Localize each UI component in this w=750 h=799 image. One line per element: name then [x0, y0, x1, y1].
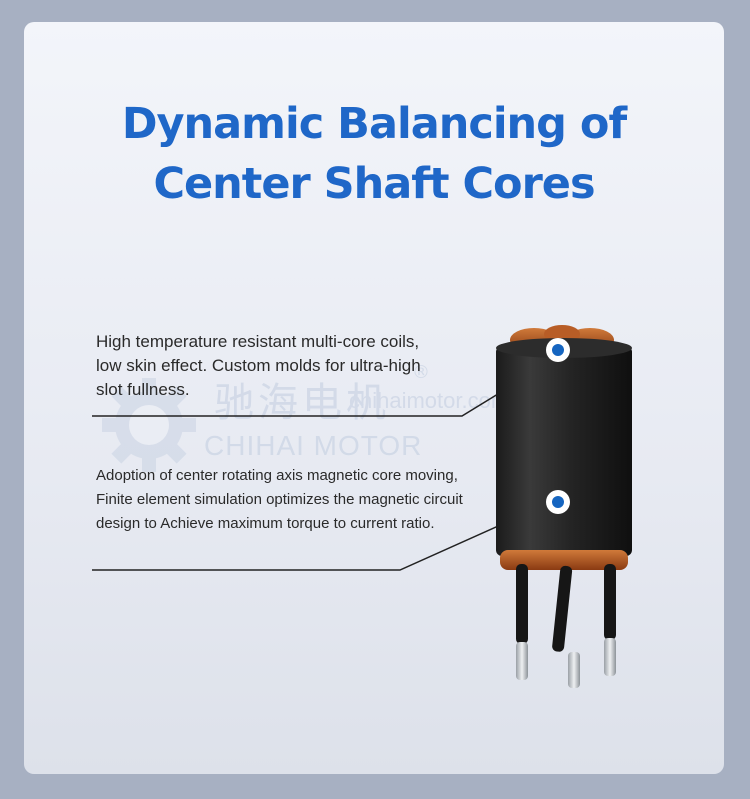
- marker-dot-core-icon: [546, 490, 570, 514]
- callout-text-core: Adoption of center rotating axis magneti…: [96, 467, 463, 532]
- watermark-chinese: 驰海电机: [214, 380, 390, 426]
- title-line-1: Dynamic Balancing of: [121, 99, 627, 149]
- watermark: 驰海电机 ® chihaimotor.com CHIHAI MOTOR: [94, 360, 554, 480]
- page-title: Dynamic Balancing of Center Shaft Cores: [24, 94, 724, 214]
- watermark-brand: CHIHAI MOTOR: [204, 430, 423, 461]
- gear-logo-icon: [102, 378, 196, 472]
- marker-dot-coils-icon: [546, 338, 570, 362]
- watermark-registered: ®: [412, 362, 430, 383]
- title-line-2: Center Shaft Cores: [153, 159, 595, 209]
- callout-text-coils: High temperature resistant multi-core co…: [96, 332, 421, 399]
- callout-markers: [546, 338, 570, 514]
- watermark-url: chihaimotor.com: [349, 388, 510, 413]
- product-card: Dynamic Balancing of Center Shaft Cores …: [24, 22, 724, 774]
